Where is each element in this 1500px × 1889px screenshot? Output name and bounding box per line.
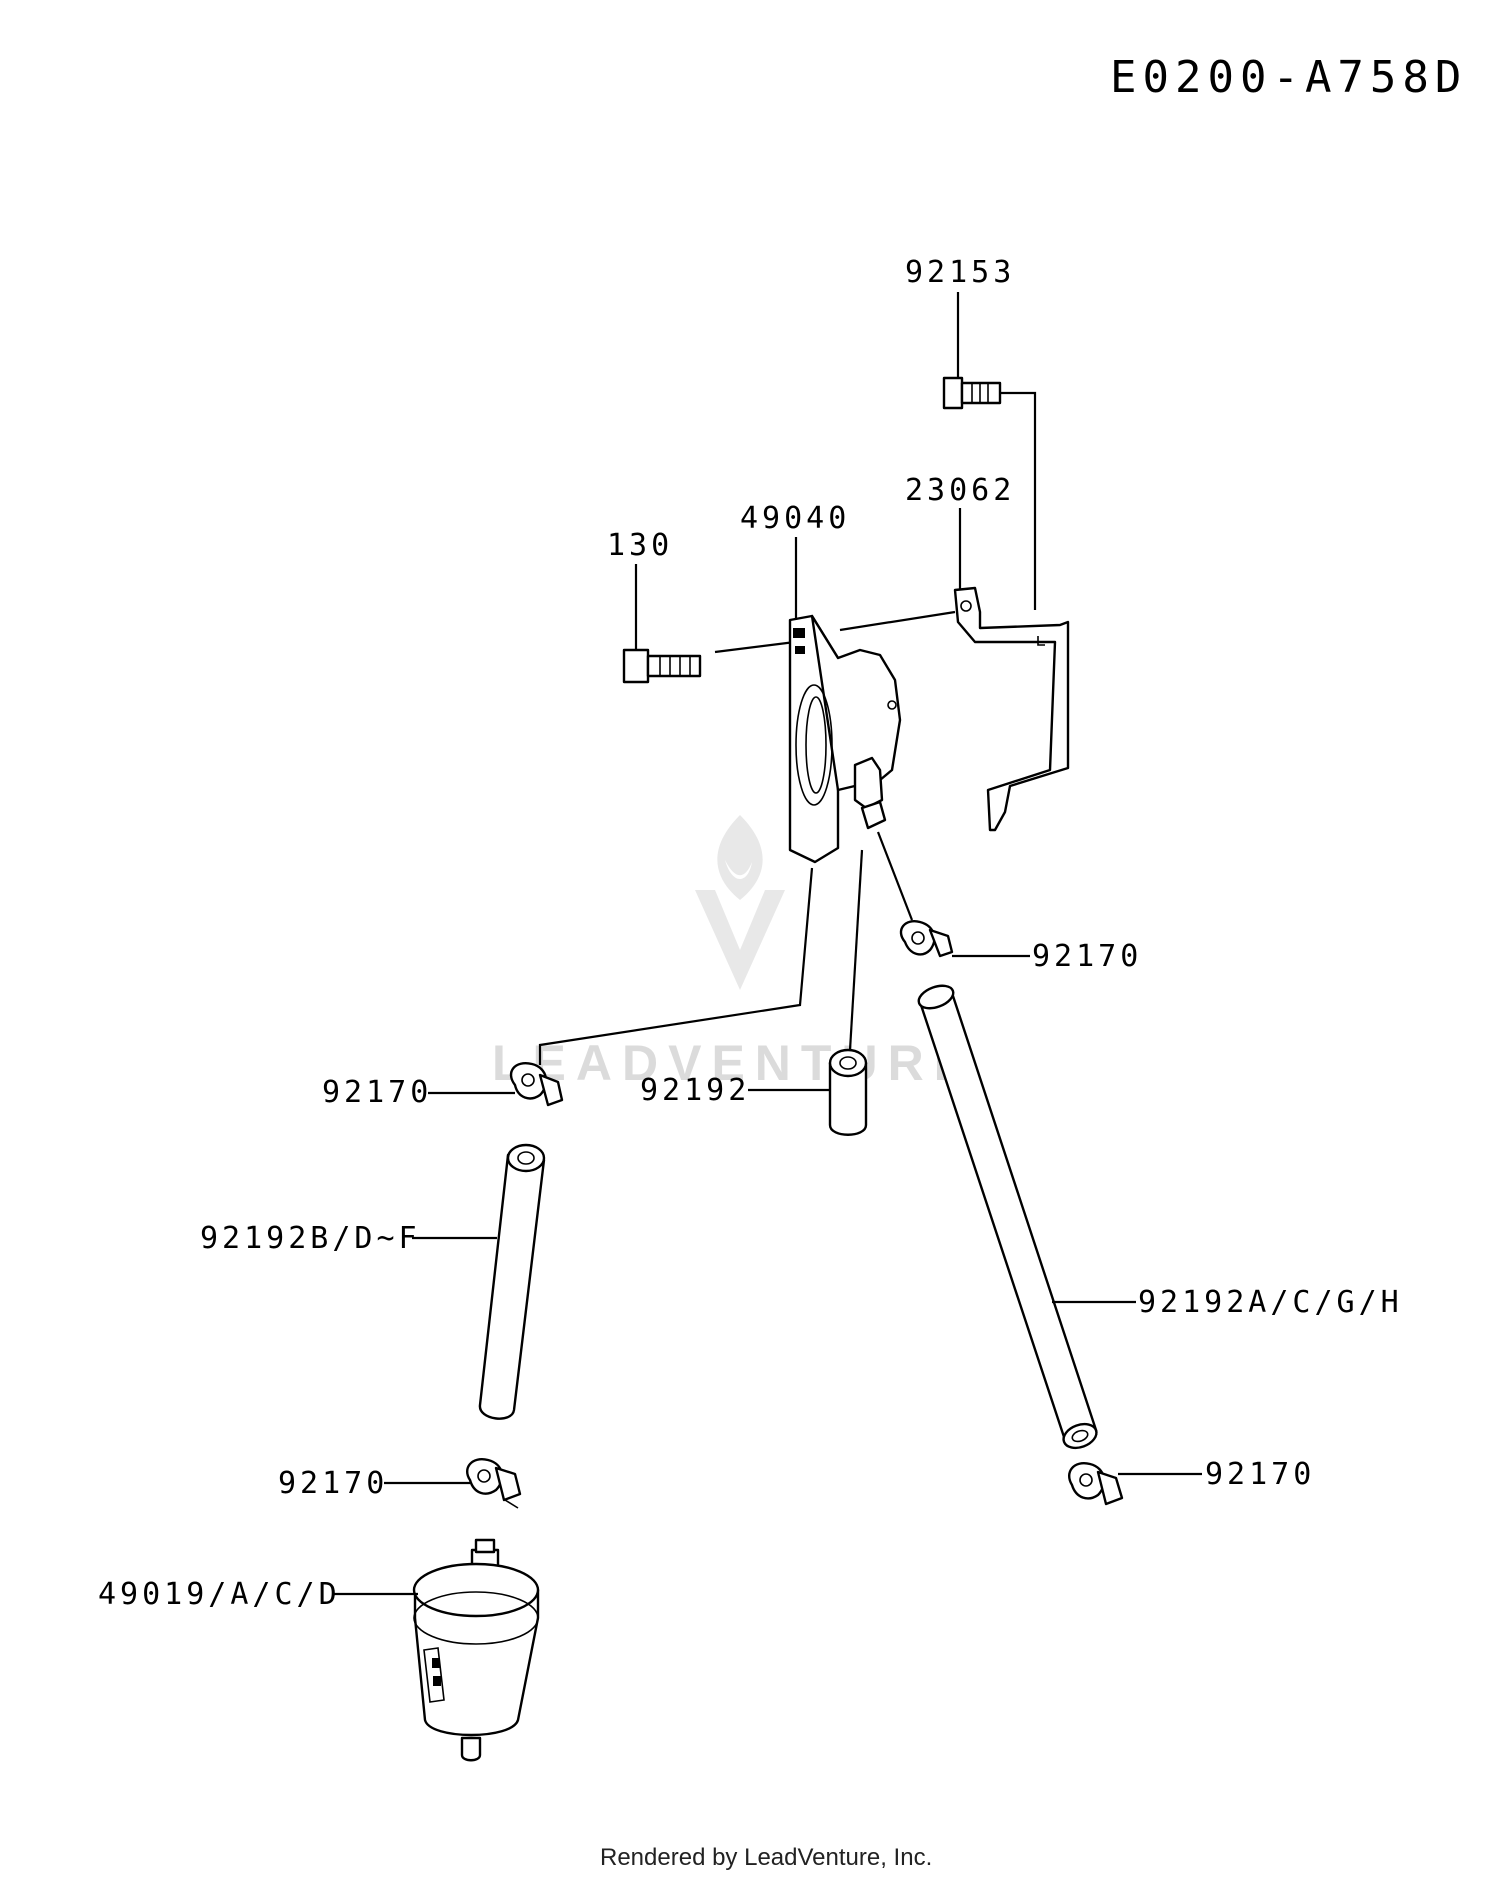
hose-92192 [828, 1048, 868, 1136]
clamp-92170-lower-left [466, 1458, 522, 1509]
part-label-92192A: 92192A/C/G/H [1138, 1285, 1403, 1320]
hose-92192A [917, 984, 1098, 1450]
part-label-49040: 49040 [740, 501, 850, 536]
clamp-92170-left [509, 1062, 564, 1107]
part-label-92192: 92192 [640, 1073, 750, 1108]
part-label-92170-left: 92170 [322, 1075, 432, 1110]
part-label-49019: 49019/A/C/D [98, 1577, 341, 1612]
watermark-flame-icon [717, 815, 763, 900]
clamp-92170-upper-right [899, 920, 954, 958]
clamp-92170-lower-right [1067, 1462, 1124, 1506]
part-label-92170-lower-right: 92170 [1205, 1457, 1315, 1492]
leader-pump-to-bracket [839, 610, 956, 632]
part-label-92170-lower-left: 92170 [278, 1466, 388, 1501]
bolt-130 [622, 648, 702, 684]
hose-92192B [478, 1143, 546, 1420]
watermark: LEADVENTURE [492, 815, 977, 1091]
leader-pump-to-left-clamp [538, 867, 814, 1065]
part-label-92153: 92153 [905, 255, 1015, 290]
watermark-v-icon [695, 890, 785, 990]
watermark-text: LEADVENTURE [492, 1035, 977, 1091]
part-label-23062: 23062 [905, 473, 1015, 508]
leader-pump-to-92192 [848, 849, 864, 1051]
leader-92153-to-bracket [1000, 391, 1037, 610]
fuel-pump-49040 [788, 614, 902, 864]
bolt-92153 [942, 376, 1002, 410]
leader-pump-to-clamp [876, 831, 914, 921]
part-label-130: 130 [607, 528, 673, 563]
footer-credit: Rendered by LeadVenture, Inc. [600, 1844, 932, 1871]
fuel-filter-49019 [412, 1538, 540, 1762]
part-label-92192B: 92192B/D~F [200, 1221, 421, 1256]
diagram-code: E0200-A758D [1110, 52, 1467, 103]
bracket-23062 [953, 586, 1070, 832]
part-label-92170-upper-right: 92170 [1032, 939, 1142, 974]
leader-130-to-pump [714, 640, 796, 654]
